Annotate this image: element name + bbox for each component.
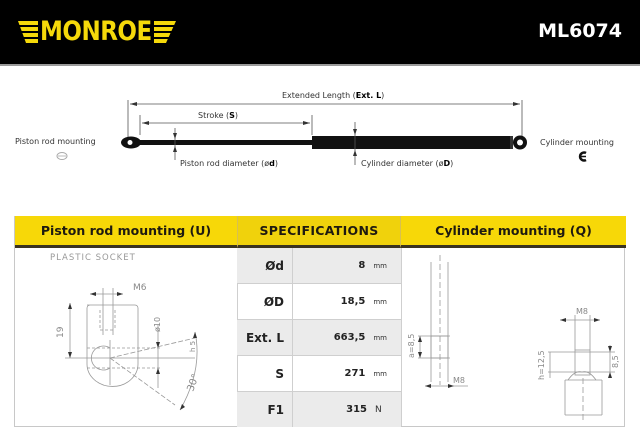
spec-value: 8	[358, 260, 366, 271]
spec-row: Ød 8 mm	[237, 248, 401, 284]
svg-text:h 5: h 5	[189, 341, 197, 352]
svg-text:30°: 30°	[185, 373, 201, 393]
svg-text:a=8,5: a=8,5	[407, 334, 416, 358]
svg-text:19: 19	[56, 326, 66, 338]
cylinder-mount-icon	[578, 151, 587, 162]
svg-text:M8: M8	[576, 307, 588, 316]
spec-row: ØD 18,5 mm	[237, 284, 401, 320]
spec-unit: mm	[373, 369, 387, 378]
gas-spring-diagram	[56, 100, 587, 165]
spec-unit: mm	[373, 333, 387, 342]
piston-rod-mounting-label: Piston rod mounting	[15, 137, 96, 146]
extended-length-label: Extended Length (Ext. L)	[282, 91, 385, 100]
header-specifications: SPECIFICATIONS	[237, 216, 401, 248]
spec-value: 18,5	[340, 296, 366, 307]
svg-text:h=12,5: h=12,5	[537, 350, 546, 380]
header-cylinder-mounting: Cylinder mounting (Q)	[401, 216, 626, 248]
plastic-socket-label: PLASTIC SOCKET	[50, 253, 136, 263]
svg-text:M8: M8	[453, 376, 465, 385]
logo-left-wing-icon	[18, 21, 38, 43]
spec-unit: mm	[373, 297, 387, 306]
spec-key: F1	[237, 392, 293, 427]
spec-key: ØD	[237, 284, 293, 319]
spec-table: Piston rod mounting (U) SPECIFICATIONS C…	[14, 216, 626, 427]
spec-key: Ext. L	[237, 320, 293, 355]
part-number: ML6074	[538, 20, 622, 42]
cylinder-mount-drawing: a=8,5 M8 M8 h=12,5 8,5	[407, 255, 620, 420]
spec-row: Ext. L 663,5 mm	[237, 320, 401, 356]
monroe-logo: MONROE	[18, 16, 176, 48]
spec-row: F1 315 N	[237, 392, 401, 427]
cylinder-mounting-label: Cylinder mounting	[540, 138, 615, 147]
cylinder-diameter-label: Cylinder diameter (øD)	[361, 159, 454, 168]
svg-text:8,5: 8,5	[611, 355, 620, 368]
header-piston-rod-mounting: Piston rod mounting (U)	[15, 216, 237, 248]
spec-value: 663,5	[333, 332, 366, 343]
spec-unit: N	[375, 404, 382, 415]
spec-row: S 271 mm	[237, 356, 401, 392]
spec-value: 271	[344, 368, 366, 379]
logo-right-wing-icon	[153, 21, 176, 43]
svg-text:ø10: ø10	[153, 317, 162, 332]
spec-unit: mm	[373, 261, 387, 270]
spec-value: 315	[346, 404, 367, 415]
header-bar: MONROE ML6074	[0, 0, 640, 66]
spec-key: Ød	[237, 248, 293, 283]
piston-rod-diameter-label: Piston rod diameter (ød)	[180, 159, 278, 168]
piston-rod-mount-icon	[56, 152, 68, 160]
brand-name: MONROE	[40, 17, 152, 47]
spec-key: S	[237, 356, 293, 391]
piston-rod-mount-drawing: M6 19 ø10 h 5 30°	[56, 283, 202, 411]
dim-m6: M6	[133, 283, 147, 293]
column-divider	[401, 248, 402, 426]
stroke-label: Stroke (S)	[198, 111, 239, 120]
